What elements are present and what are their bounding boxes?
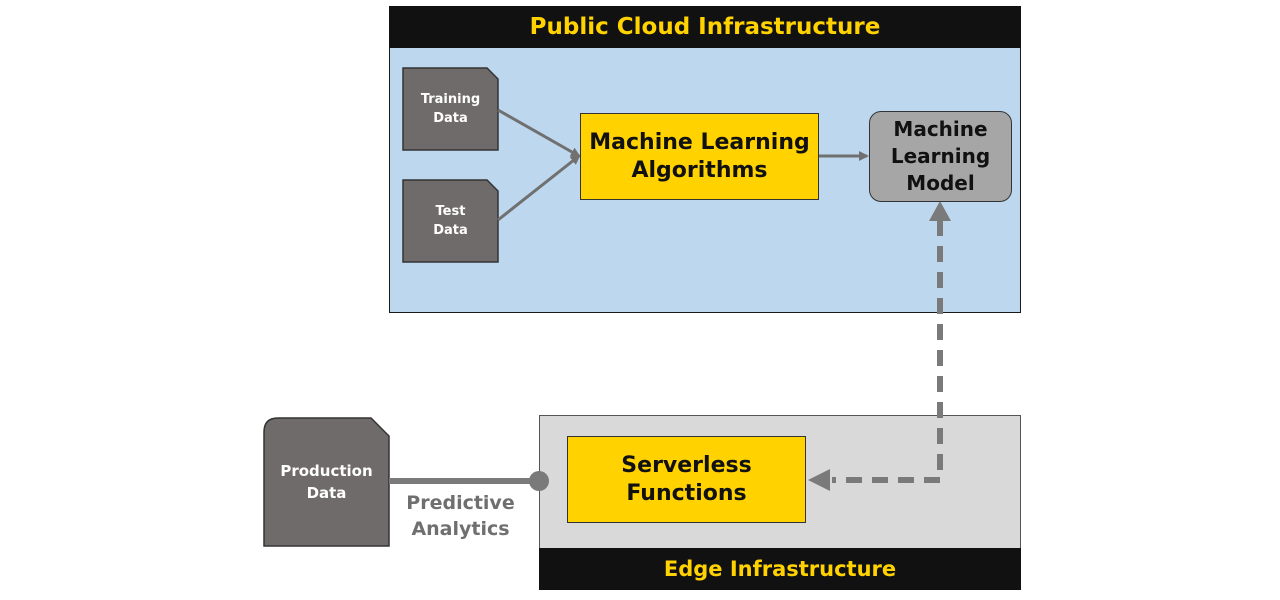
training-data-label-line2: Data — [433, 111, 468, 126]
production-data-card — [263, 417, 390, 547]
serverless-functions-box: Serverless Functions — [567, 436, 806, 523]
production-data-label: Production Data — [264, 418, 389, 546]
ml-model-line3: Model — [906, 171, 975, 195]
ml-model-line2: Learning — [890, 144, 991, 168]
training-data-card — [402, 67, 499, 151]
test-data-label-line2: Data — [433, 223, 468, 238]
predictive-analytics-line2: Analytics — [411, 517, 510, 540]
serverless-line2: Functions — [626, 480, 747, 506]
test-data-label-line1: Test — [435, 203, 466, 219]
predictive-analytics-line1: Predictive — [406, 492, 515, 514]
machine-learning-model-box: Machine Learning Model — [869, 111, 1012, 202]
machine-learning-algorithms-box: Machine Learning Algorithms — [580, 113, 819, 200]
production-connector-endpoint — [529, 471, 549, 491]
edge-infrastructure-footer: Edge Infrastructure — [539, 548, 1021, 590]
serverless-line1: Serverless — [621, 453, 752, 478]
training-data-label: Training Data — [403, 68, 498, 150]
arrowhead-left-to-serverless — [808, 469, 830, 491]
production-data-label-line1: Production — [280, 461, 373, 480]
dashed-connector-model-serverless — [832, 220, 943, 483]
ml-model-line1: Machine — [893, 117, 988, 141]
training-data-label-line1: Training — [420, 91, 481, 107]
ml-algorithms-line2: Algorithms — [631, 157, 768, 183]
public-cloud-header: Public Cloud Infrastructure — [389, 6, 1021, 48]
predictive-analytics-label: Predictive Analytics — [403, 491, 518, 542]
arrow-test-to-algorithms — [497, 154, 581, 222]
arrowhead-up-to-model — [929, 201, 951, 221]
arrow-training-to-algorithms — [497, 108, 581, 158]
test-data-label: Test Data — [403, 180, 498, 262]
production-data-label-line2: Data — [306, 484, 347, 502]
ml-algorithms-line1: Machine Learning — [589, 130, 810, 155]
test-data-card — [402, 179, 499, 263]
